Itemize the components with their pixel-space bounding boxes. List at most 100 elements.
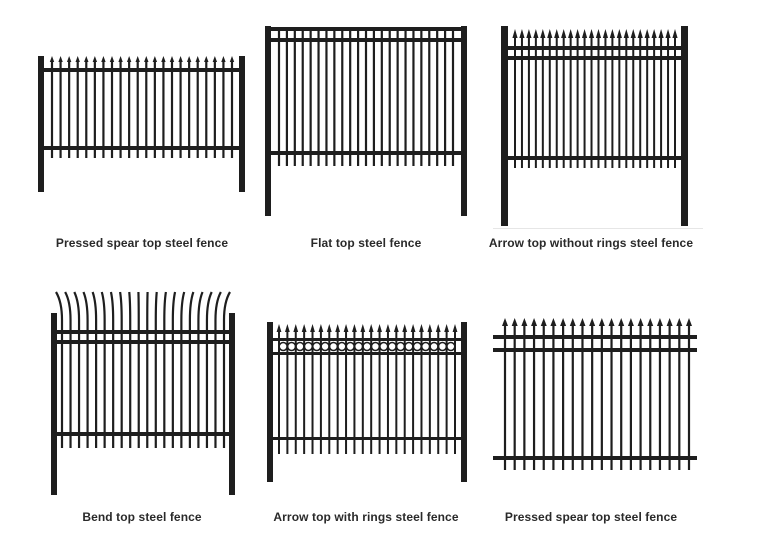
fence-picket	[437, 332, 440, 454]
picket-spear-tip	[598, 318, 605, 326]
fence-picket	[443, 28, 447, 166]
fence-bent-picket	[100, 291, 106, 448]
fence-picket	[527, 36, 530, 168]
fence-picket	[541, 36, 544, 168]
picket-spear-tip	[144, 56, 149, 62]
fence-ring	[420, 341, 431, 352]
fence-ring	[362, 341, 372, 352]
fence-bent-picket	[154, 291, 158, 448]
fence-rail	[508, 46, 681, 50]
picket-arrow-tip	[385, 324, 391, 332]
fence-picket	[196, 60, 199, 158]
fence-picket	[356, 28, 360, 166]
fence-ring	[412, 341, 423, 352]
fence-post	[239, 56, 245, 192]
fence-picket	[136, 60, 139, 158]
fence-rail	[44, 146, 239, 150]
arrow-top-fence-image	[493, 26, 703, 229]
fence-picket	[361, 332, 364, 454]
picket-arrow-tip	[377, 324, 382, 332]
fence-bent-picket	[73, 291, 81, 448]
fence-picket	[420, 332, 423, 454]
fence-rail	[44, 68, 239, 72]
picket-spear-tip	[569, 318, 576, 326]
fence-picket	[317, 28, 320, 166]
fence-picket	[386, 332, 389, 454]
fence-rail	[273, 352, 461, 355]
fence-ring	[295, 341, 305, 352]
fence-picket	[59, 60, 62, 158]
fence-arrow-top-no-rings: Arrow top without rings steel fence	[489, 0, 759, 260]
fence-post	[461, 26, 467, 216]
fence-picket	[328, 332, 331, 454]
picket-arrow-tip	[444, 324, 450, 332]
fence-picket	[370, 332, 373, 454]
fence-picket	[179, 60, 182, 158]
picket-spear-tip	[540, 318, 547, 326]
fence-picket	[678, 324, 681, 470]
fence-picket	[153, 60, 156, 158]
fence-picket	[213, 60, 216, 158]
fence-picket	[562, 324, 565, 470]
picket-arrow-tip	[609, 29, 615, 38]
fence-picket	[396, 28, 399, 166]
fence-ring	[378, 341, 389, 352]
picket-spear-tip	[118, 56, 123, 62]
fence-picket	[420, 28, 423, 166]
fence-picket	[520, 36, 523, 168]
picket-arrow-tip	[427, 324, 433, 332]
picket-spear-tip	[75, 56, 80, 62]
fence-picket	[576, 36, 579, 168]
fence-bent-picket	[188, 291, 195, 448]
fence-picket	[523, 324, 526, 470]
picket-arrow-tip	[352, 324, 357, 332]
fence-ring	[353, 341, 364, 352]
picket-spear-tip	[221, 56, 226, 62]
fence-picket	[534, 36, 537, 168]
picket-spear-tip	[531, 318, 538, 326]
fence-picket	[68, 60, 71, 158]
picket-arrow-tip	[393, 324, 399, 332]
picket-arrow-tip	[326, 324, 332, 332]
picket-arrow-tip	[419, 324, 424, 332]
fence-rail	[273, 437, 461, 440]
fence-bent-picket	[197, 291, 204, 448]
picket-arrow-tip	[581, 29, 588, 38]
picket-arrow-tip	[519, 29, 525, 38]
fence-picket	[286, 332, 289, 454]
picket-spear-tip	[637, 318, 644, 326]
picket-arrow-tip	[276, 324, 282, 332]
picket-spear-tip	[186, 56, 192, 62]
fence-picket	[639, 36, 642, 168]
fence-picket	[503, 324, 507, 470]
fence-picket	[610, 324, 613, 470]
fence-picket	[618, 36, 621, 168]
picket-spear-tip	[618, 318, 625, 326]
picket-spear-tip	[589, 318, 596, 326]
fence-ring	[345, 341, 356, 352]
fence-picket	[590, 36, 593, 168]
fence-top-rail	[271, 27, 461, 31]
fence-picket	[514, 36, 516, 168]
fence-picket	[349, 28, 352, 166]
fence-post	[51, 313, 57, 495]
fence-picket	[145, 60, 148, 158]
fence-bent-picket	[91, 291, 98, 448]
fence-bent-picket	[55, 291, 64, 448]
picket-arrow-tip	[402, 324, 408, 332]
fence-ring	[328, 341, 339, 352]
fence-picket	[513, 324, 516, 470]
picket-spear-tip	[560, 318, 567, 326]
fence-flat-top: Flat top steel fence	[253, 0, 493, 260]
fence-picket	[581, 324, 584, 470]
fence-picket	[205, 60, 208, 158]
picket-arrow-tip	[568, 29, 574, 38]
picket-spear-tip	[608, 318, 615, 326]
fence-bent-picket	[109, 291, 115, 448]
picket-spear-tip	[161, 56, 166, 62]
caption-flat-top: Flat top steel fence	[310, 236, 422, 250]
fence-picket	[170, 60, 174, 158]
fence-picket	[571, 324, 574, 470]
picket-arrow-tip	[435, 324, 441, 332]
